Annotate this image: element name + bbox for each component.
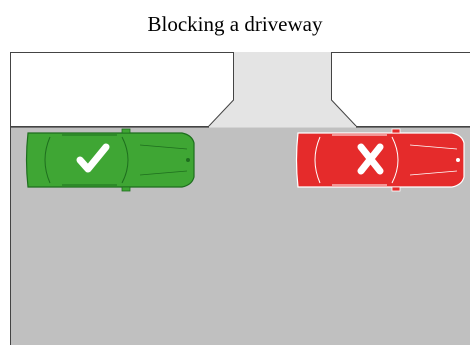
car-headlight bbox=[456, 158, 460, 162]
car-mirror-top bbox=[122, 129, 130, 133]
car-mirror-top bbox=[392, 129, 400, 133]
car-mirror-bottom bbox=[392, 187, 400, 191]
car-body bbox=[297, 133, 465, 187]
car-body bbox=[27, 133, 195, 187]
car-headlight bbox=[186, 158, 190, 162]
car-mirror-bottom bbox=[122, 187, 130, 191]
legal-car bbox=[27, 129, 195, 191]
illegal-car bbox=[297, 129, 465, 191]
